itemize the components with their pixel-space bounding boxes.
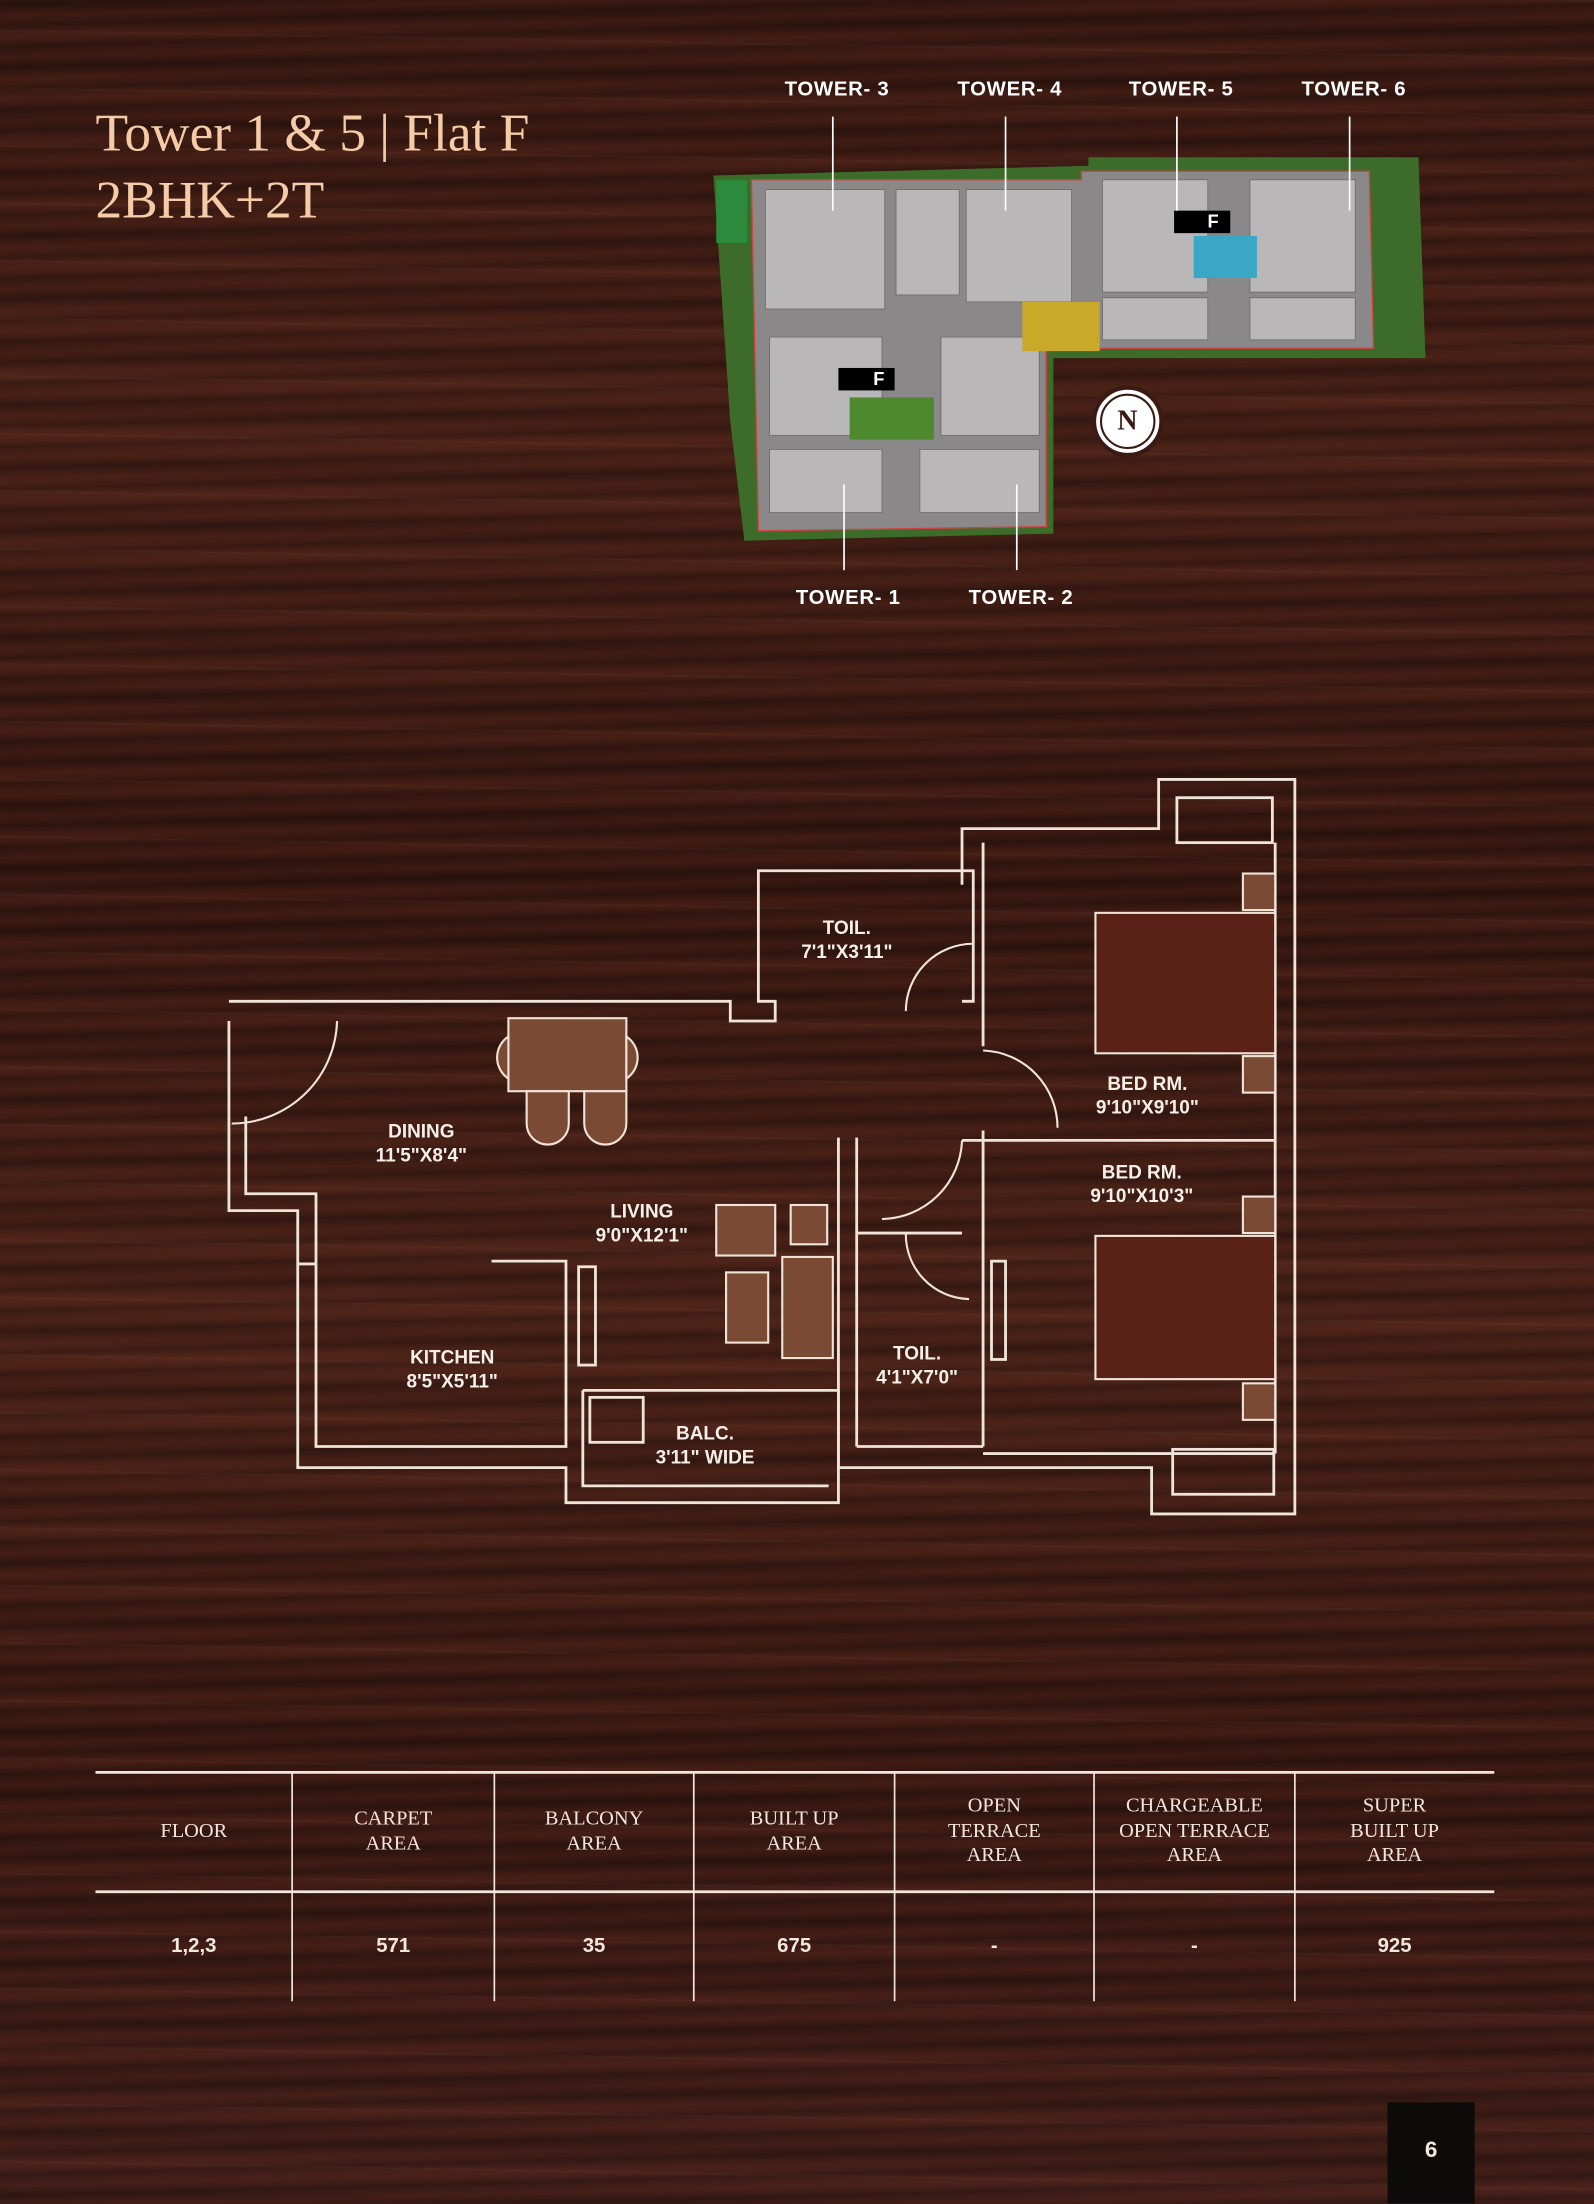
table-value-cell: 925 [1377,1935,1412,1958]
sofa [781,1255,834,1360]
table-header-cell: CHARGEABLE OPEN TERRACE AREA [1119,1795,1270,1867]
flat-marker-label: F [1207,210,1220,232]
table-header-cell: CARPET AREA [354,1807,433,1855]
tower-label: TOWER- 4 [957,78,1063,102]
page-number: 6 [1387,2102,1475,2204]
bed-1 [1094,911,1277,1055]
bed-2 [1094,1234,1277,1381]
table-header-cell: SUPER BUILT UP AREA [1350,1795,1439,1867]
compass-north-label: N [1117,405,1139,437]
furniture [496,872,1277,1421]
tower-label: TOWER- 1 [795,587,901,610]
table-value-cell: 675 [777,1935,812,1958]
tower-label: TOWER- 5 [1128,78,1234,102]
table-value-cell: - [1191,1935,1198,1958]
room-label-toilet-1: TOIL.7'1"X3'11" [801,917,893,962]
tower-label: TOWER- 6 [1301,78,1407,102]
compass-icon [1091,385,1164,458]
room-label-toilet-2: TOIL.4'1"X7'0" [876,1342,958,1388]
site-plan [713,116,1426,571]
area-table-grid [95,1770,1495,2002]
flat-marker-tower5 [1174,210,1231,234]
unit-type: 2BHK+2T [95,171,325,231]
table-header-cell: OPEN TERRACE AREA [947,1795,1041,1867]
armchair [715,1203,777,1257]
table-value-cell: - [990,1935,998,1958]
tower-label: TOWER- 3 [784,78,890,102]
room-label-bedroom-1: BED RM.9'10"X9'10" [1095,1072,1199,1118]
table-value-cell: 571 [376,1935,411,1958]
table-header-cell: FLOOR [160,1819,228,1843]
table-header-cell: BALCONY AREA [544,1807,644,1855]
tower-label: TOWER- 2 [968,587,1074,610]
room-label-balcony: BALC.3'11" WIDE [655,1422,755,1468]
flat-marker-label: F [873,367,886,390]
flat-marker-tower1 [838,367,895,391]
table-value-cell: 35 [582,1935,606,1958]
table-value-cell: 1,2,3 [171,1935,217,1958]
page-title: Tower 1 & 5 | Flat F [95,103,530,163]
dining-table [507,1017,628,1093]
room-label-bedroom-2: BED RM.9'10"X10'3" [1090,1161,1194,1207]
floor-plan [227,778,1297,1516]
table-header-cell: BUILT UP AREA [749,1807,839,1855]
